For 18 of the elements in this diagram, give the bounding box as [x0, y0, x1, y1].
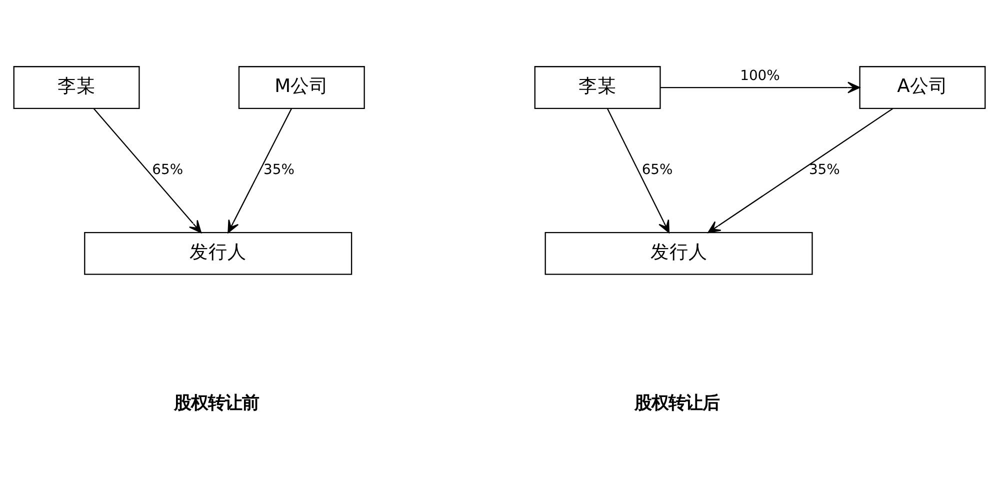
node-box: A公司 — [859, 66, 986, 109]
label: 股权转让前 — [174, 393, 260, 414]
arrow — [660, 82, 860, 94]
edge-label: 100% — [740, 68, 780, 84]
node-box: 李某 — [13, 66, 140, 109]
edge-label: 65% — [642, 162, 673, 178]
node-box: 发行人 — [544, 232, 813, 275]
node-box: M公司 — [238, 66, 365, 109]
arrow — [606, 108, 670, 234]
node-box: 发行人 — [84, 232, 352, 275]
edge-label: 35% — [808, 162, 840, 178]
edge-label: 35% — [264, 162, 294, 178]
edge-label: 65% — [152, 162, 184, 178]
node-box: 李某 — [534, 66, 661, 109]
arrow — [708, 108, 894, 234]
arrow — [93, 108, 202, 234]
label: 股权转让后 — [634, 393, 720, 414]
arrow — [228, 108, 292, 234]
